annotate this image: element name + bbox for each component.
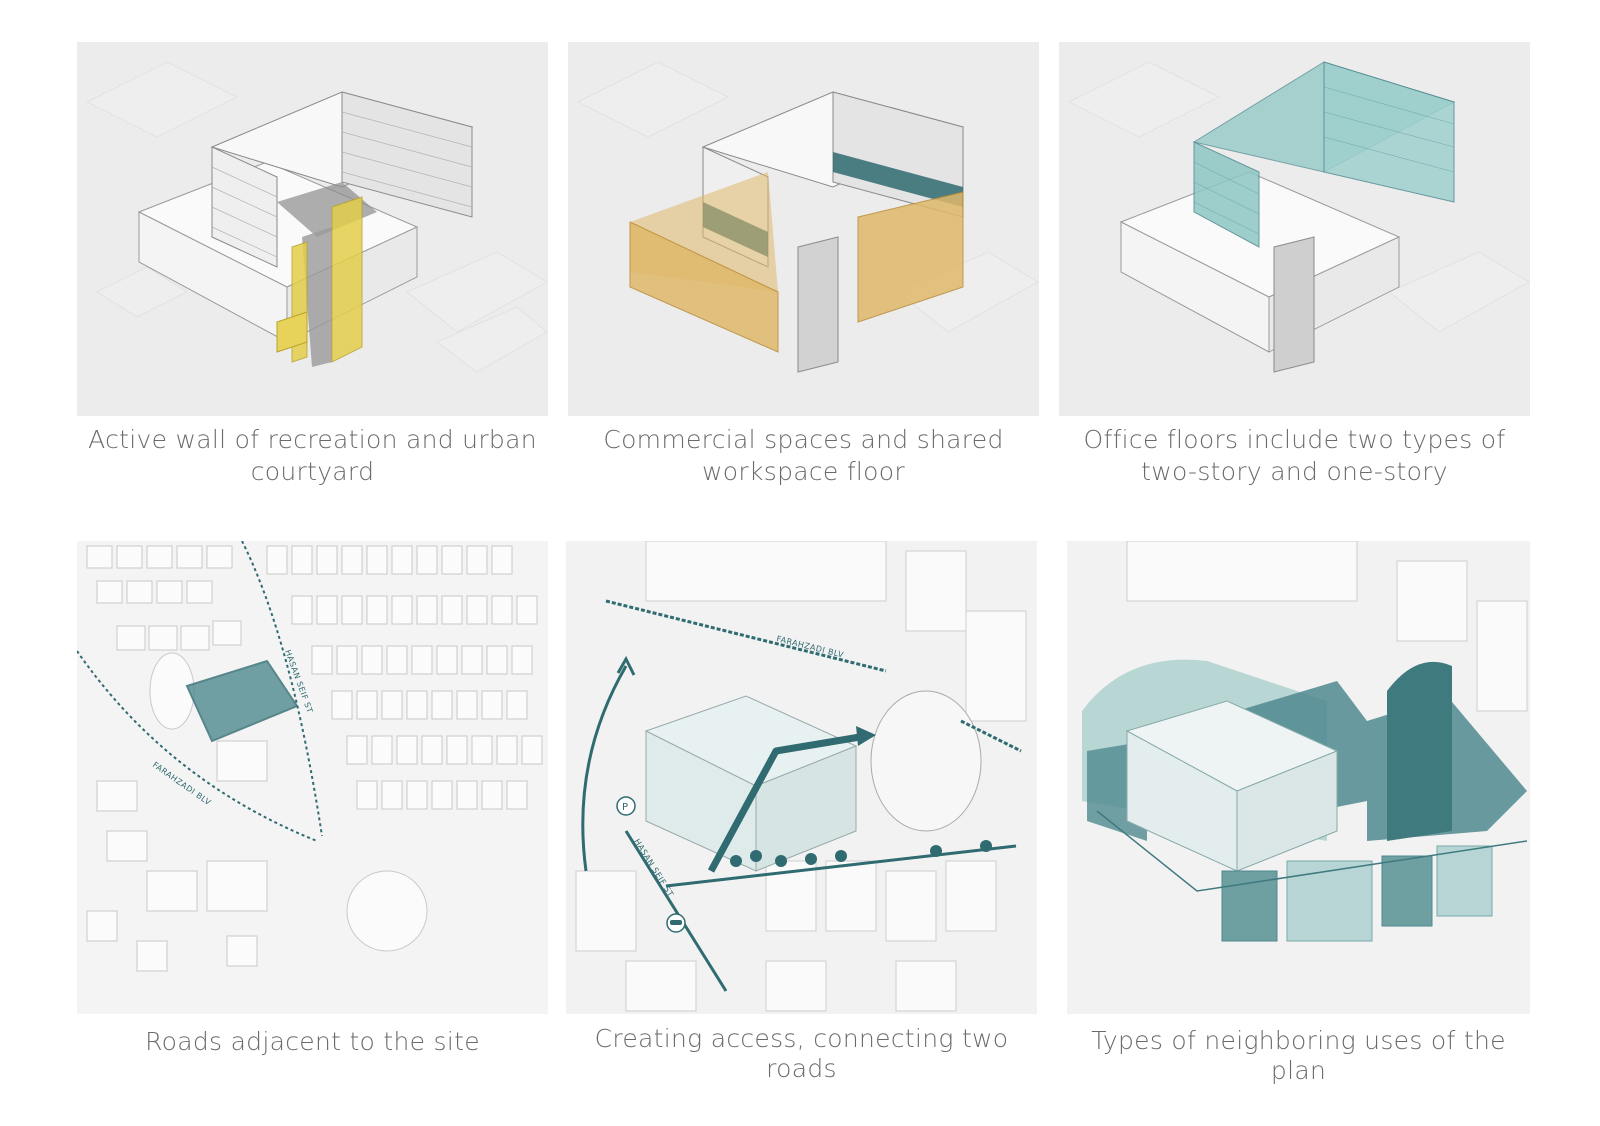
diagram-panel-commercial [568, 42, 1039, 416]
diagram-panel-roads: HASAN SEIF ST FARAHZADI BLV [77, 541, 548, 1014]
site-plan-map: HASAN SEIF ST FARAHZADI BLV [77, 541, 548, 1014]
caption-active-wall: Active wall of recreation and urban cour… [88, 425, 537, 486]
axonometric-building-office [1059, 42, 1530, 416]
diagram-panel-access: P FARAHZADI BLV HASAN SEIF ST [566, 541, 1037, 1014]
diagram-panel-neighbors [1067, 541, 1530, 1014]
caption-commercial: Commercial spaces and shared workspace f… [603, 425, 1004, 486]
axonometric-building-commercial [568, 42, 1039, 416]
caption-roads: Roads adjacent to the site [145, 1027, 480, 1056]
diagram-panel-active-wall [77, 42, 548, 416]
neighbor-uses-diagram [1067, 541, 1530, 1014]
caption-access: Creating access, connecting two roads [594, 1024, 1009, 1083]
caption-office: Office floors include two types of two-s… [1083, 425, 1506, 486]
car-icon [666, 913, 686, 933]
caption-neighbors: Types of neighboring uses of the plan [1091, 1026, 1506, 1085]
access-diagram: P FARAHZADI BLV HASAN SEIF ST [566, 541, 1037, 1014]
axonometric-building-active-wall [77, 42, 548, 416]
diagram-panel-office [1059, 42, 1530, 416]
parking-icon: P [616, 796, 636, 816]
svg-text:P: P [622, 802, 628, 813]
